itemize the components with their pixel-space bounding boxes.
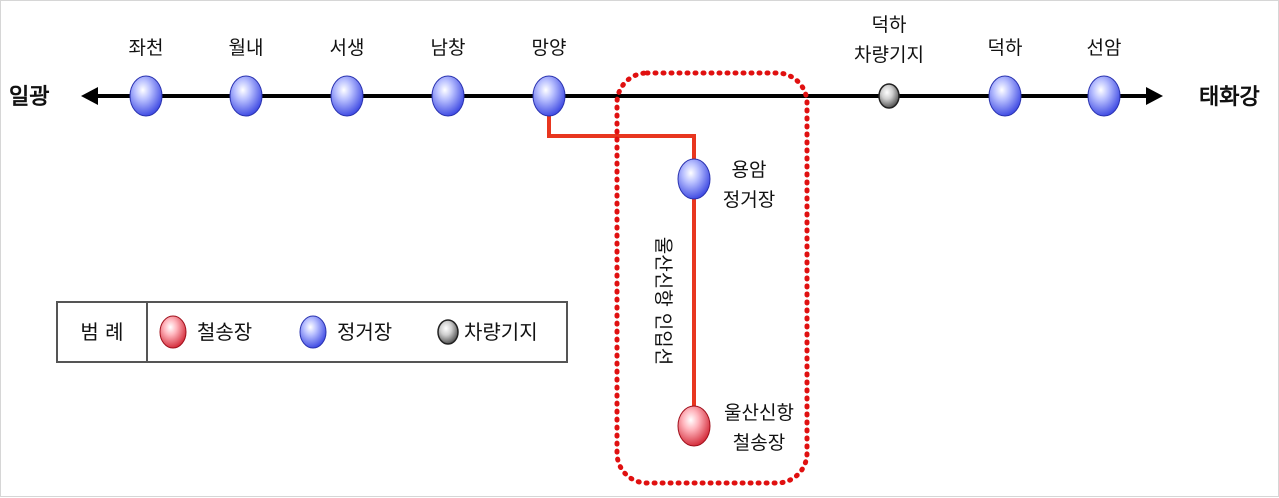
depot-label-line1: 덕하 xyxy=(872,14,907,36)
legend-depot-marker xyxy=(437,319,459,345)
legend-freight-label: 철송장 xyxy=(197,320,252,344)
station-label-line2: 정거장 xyxy=(723,189,775,211)
station-label: 선암 xyxy=(1087,37,1122,59)
station-namchang: 남창 xyxy=(431,37,466,117)
station-yongam: 용암 정거장 xyxy=(677,158,775,211)
station-marker xyxy=(1087,75,1121,117)
legend: 범 례 철송장 정거장 차량기지 xyxy=(56,301,568,363)
station-marker xyxy=(532,75,566,117)
station-marker xyxy=(431,75,465,117)
legend-station-marker xyxy=(299,315,327,349)
station-jwacheon: 좌천 xyxy=(129,37,164,117)
station-marker xyxy=(330,75,364,117)
freight-ulsan-new-port: 울산신항 철송장 xyxy=(677,402,794,454)
station-mangyang: 망양 xyxy=(532,37,567,117)
station-marker xyxy=(229,75,263,117)
legend-depot-label: 차량기지 xyxy=(464,320,538,344)
station-marker xyxy=(677,158,711,200)
freight-label-line2: 철송장 xyxy=(733,432,785,454)
freight-marker xyxy=(677,405,711,447)
station-wollae: 월내 xyxy=(229,37,264,117)
freight-label-line1: 울산신항 xyxy=(724,402,794,424)
east-terminus-label: 태화강 xyxy=(1199,85,1260,110)
station-label: 서생 xyxy=(330,37,365,59)
west-terminus-label: 일광 xyxy=(9,85,49,110)
station-marker xyxy=(129,75,163,117)
branch-highlight-box xyxy=(614,70,810,486)
depot-marker xyxy=(878,83,900,109)
depot-deokha: 덕하 차량기지 xyxy=(854,14,924,109)
legend-title: 범 례 xyxy=(80,320,123,344)
west-arrow xyxy=(81,87,98,105)
station-seonam: 선암 xyxy=(1087,37,1122,117)
station-label-line1: 용암 xyxy=(732,159,767,181)
station-label: 월내 xyxy=(229,37,264,59)
station-label: 망양 xyxy=(532,37,567,59)
legend-station-label: 정거장 xyxy=(337,320,392,344)
station-marker xyxy=(988,75,1022,117)
legend-freight-marker xyxy=(159,315,187,349)
station-label: 남창 xyxy=(431,37,466,59)
east-arrow xyxy=(1146,87,1163,105)
depot-label-line2: 차량기지 xyxy=(854,44,924,66)
station-seosaeng: 서생 xyxy=(330,37,365,117)
branch-label: 울산신항 인입선 xyxy=(652,237,674,365)
station-label: 좌천 xyxy=(129,37,164,59)
station-label: 덕하 xyxy=(988,37,1023,59)
station-deokha: 덕하 xyxy=(988,37,1023,117)
